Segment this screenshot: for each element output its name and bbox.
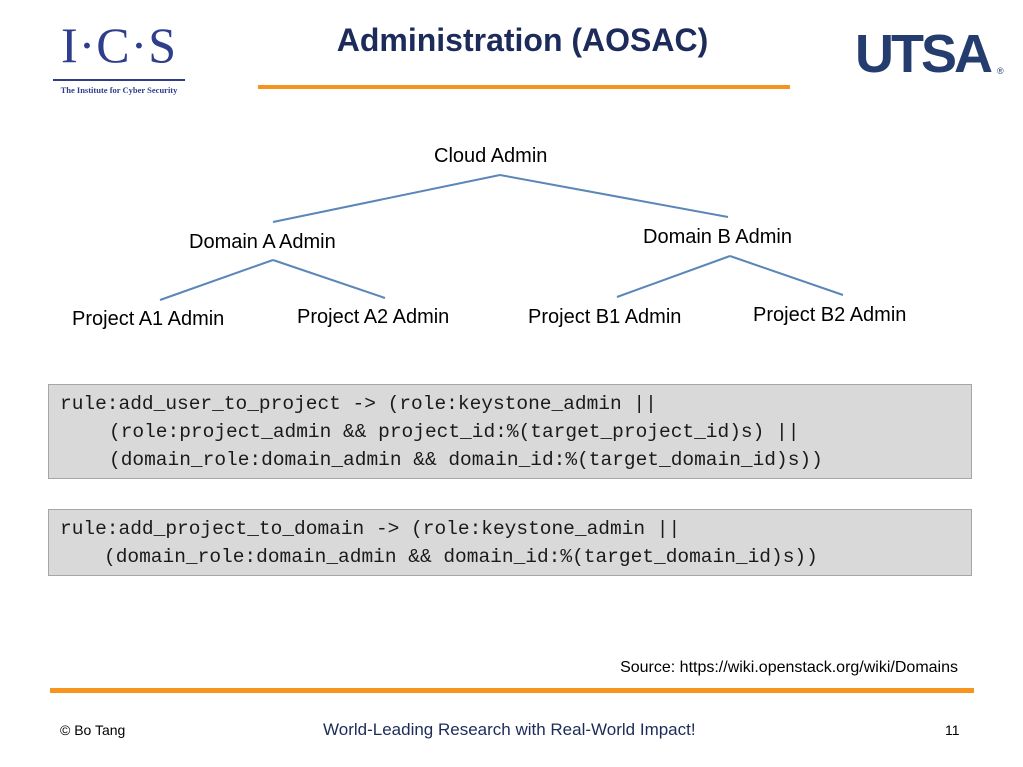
page-title: Administration (AOSAC) [336, 22, 709, 58]
utsa-logo: UTSA ® [855, 26, 1005, 82]
ics-logo: I·C·S The Institute for Cyber Security [53, 17, 185, 95]
connector-domain-b-to-project-b2 [729, 255, 844, 296]
ics-logo-subtitle: The Institute for Cyber Security [60, 85, 178, 95]
node-project-a2-admin: Project A2 Admin [297, 306, 450, 328]
node-domain-a-admin: Domain A Admin [189, 231, 336, 253]
node-project-a1-admin: Project A1 Admin [72, 308, 225, 330]
connector-domain-a-to-project-a1 [159, 259, 274, 301]
ics-logo-rule [53, 79, 185, 81]
connector-domain-b-to-project-b1 [616, 255, 731, 298]
node-cloud-admin: Cloud Admin [434, 145, 548, 167]
code-line: (domain_role:domain_admin && domain_id:%… [104, 546, 818, 568]
node-project-b2-admin: Project B2 Admin [753, 304, 907, 326]
code-line: (role:project_admin && project_id:%(targ… [109, 421, 800, 443]
registered-mark: ® [997, 66, 1004, 76]
footer-divider [50, 688, 974, 693]
title-underline [258, 85, 790, 89]
utsa-logo-text: UTSA [855, 24, 993, 84]
page-number: 11 [945, 722, 960, 738]
code-line: (domain_role:domain_admin && domain_id:%… [109, 449, 823, 471]
connector-domain-a-to-project-a2 [272, 259, 386, 299]
node-domain-b-admin: Domain B Admin [643, 226, 792, 248]
source-citation: Source: https://wiki.openstack.org/wiki/… [620, 659, 958, 676]
node-project-b1-admin: Project B1 Admin [528, 306, 682, 328]
rule-box-add-user-to-project: rule:add_user_to_project -> (role:keysto… [48, 384, 972, 479]
connector-root-to-domain-b [499, 174, 729, 218]
connector-root-to-domain-a [272, 174, 501, 223]
code-line: rule:add_project_to_domain -> (role:keys… [60, 518, 681, 540]
ics-logo-letters: I·C·S [60, 17, 178, 73]
rule-box-add-project-to-domain: rule:add_project_to_domain -> (role:keys… [48, 509, 972, 576]
footer-tagline: World-Leading Research with Real-World I… [323, 720, 696, 739]
copyright: © Bo Tang [60, 722, 126, 738]
code-line: rule:add_user_to_project -> (role:keysto… [60, 393, 657, 415]
